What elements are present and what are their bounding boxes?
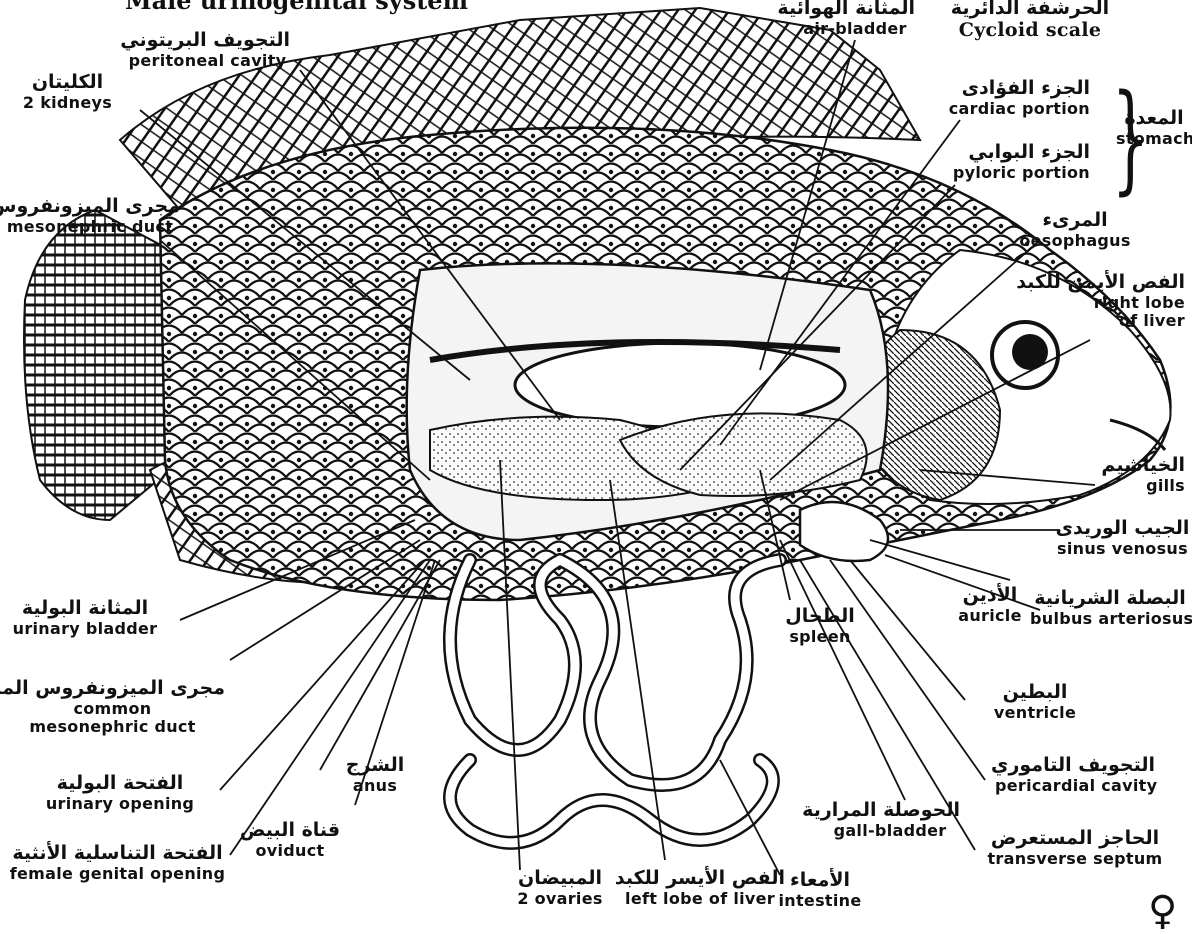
label-gills: الخياشيم gills xyxy=(1080,455,1185,495)
right-lobe-liver-en1: right lobe xyxy=(1000,294,1185,312)
label-ovaries: المبيضان 2 ovaries xyxy=(505,868,615,908)
transverse-septum-ar: الحاجز المستعرض xyxy=(985,828,1165,850)
right-lobe-liver-ar: الفص الأيمن للكبد xyxy=(1000,272,1185,294)
diagram-heading: Male urinogenital system xyxy=(125,0,468,15)
label-oesophagus: المرىء oesophagus xyxy=(1015,210,1135,250)
urinary-opening-en: urinary opening xyxy=(30,795,210,813)
air-bladder-en: air-bladder xyxy=(795,20,915,38)
air-bladder-ar: المثانة الهوائية xyxy=(795,0,915,20)
cycloid-scale-en: Cycloid scale xyxy=(950,20,1110,42)
ventricle-en: ventricle xyxy=(980,704,1090,722)
label-urinary-opening: الفتحة البولية urinary opening xyxy=(30,773,210,813)
label-urinary-bladder: المثانة البولية urinary bladder xyxy=(0,598,170,638)
label-peritoneal-cavity: التجويف البريتوني peritoneal cavity xyxy=(125,30,290,70)
label-female-genital-opening: الفتحة التناسلية الأنثية female genital … xyxy=(0,843,235,883)
label-anus: الشرج anus xyxy=(340,755,410,795)
label-pyloric-portion: الجزء البوابي pyloric portion xyxy=(930,142,1090,182)
label-right-lobe-liver: الفص الأيمن للكبد right lobe of liver xyxy=(1000,272,1185,331)
oesophagus-ar: المرىء xyxy=(1015,210,1135,232)
label-ventricle: البطين ventricle xyxy=(980,682,1090,722)
label-air-bladder: المثانة الهوائية air-bladder xyxy=(795,0,915,38)
mesonephric-duct-en: mesonephric duct xyxy=(0,218,180,236)
urinary-opening-ar: الفتحة البولية xyxy=(30,773,210,795)
gall-bladder-ar: الحوصلة المرارية xyxy=(820,800,960,822)
label-pericardial-cavity: التجويف التاموري pericardial cavity xyxy=(995,755,1155,795)
pyloric-portion-ar: الجزء البوابي xyxy=(930,142,1090,164)
bulbus-arteriosus-en: bulbus arteriosus xyxy=(1030,610,1190,628)
label-common-mesonephric-duct: مجرى الميزونفروس المشترك common mesoneph… xyxy=(0,678,225,737)
common-mesonephric-duct-en1: common xyxy=(0,700,225,718)
sinus-venosus-ar: الجيب الوريدى xyxy=(1055,518,1190,540)
female-symbol: ♀ xyxy=(1148,888,1177,934)
label-sinus-venosus: الجيب الوريدى sinus venosus xyxy=(1055,518,1190,558)
mesonephric-duct-ar: مجرى الميزونفروس xyxy=(0,196,180,218)
spleen-en: spleen xyxy=(780,628,860,646)
kidneys-en: 2 kidneys xyxy=(5,94,130,112)
anus-en: anus xyxy=(340,777,410,795)
common-mesonephric-duct-en2: mesonephric duct xyxy=(0,718,225,736)
anus-ar: الشرج xyxy=(340,755,410,777)
right-lobe-liver-en2: of liver xyxy=(1000,312,1185,330)
pyloric-portion-en: pyloric portion xyxy=(930,164,1090,182)
oesophagus-en: oesophagus xyxy=(1015,232,1135,250)
urinary-bladder-ar: المثانة البولية xyxy=(0,598,170,620)
kidneys-ar: الكليتان xyxy=(5,72,130,94)
cardiac-portion-en: cardiac portion xyxy=(930,100,1090,118)
left-lobe-liver-en: left lobe of liver xyxy=(615,890,785,908)
left-lobe-liver-ar: الفص الأيسر للكبد xyxy=(615,868,785,890)
label-oviduct: قناة البيض oviduct xyxy=(235,820,345,860)
peritoneal-cavity-en: peritoneal cavity xyxy=(125,52,290,70)
ovaries-ar: المبيضان xyxy=(505,868,615,890)
auricle-en: auricle xyxy=(945,607,1035,625)
pericardial-cavity-en: pericardial cavity xyxy=(995,777,1155,795)
label-stomach: المعدة stomach xyxy=(1116,108,1192,148)
female-genital-opening-ar: الفتحة التناسلية الأنثية xyxy=(0,843,235,865)
gills-en: gills xyxy=(1080,477,1185,495)
label-spleen: الطحال spleen xyxy=(780,606,860,646)
oviduct-ar: قناة البيض xyxy=(235,820,345,842)
common-mesonephric-duct-ar: مجرى الميزونفروس المشترك xyxy=(0,678,225,700)
label-kidneys: الكليتان 2 kidneys xyxy=(5,72,130,112)
caudal-fin xyxy=(24,210,170,520)
peritoneal-cavity-ar: التجويف البريتوني xyxy=(125,30,290,52)
cardiac-portion-ar: الجزء الفؤادى xyxy=(930,78,1090,100)
oviduct-en: oviduct xyxy=(235,842,345,860)
label-bulbus-arteriosus: البصلة الشريانية bulbus arteriosus xyxy=(1030,588,1190,628)
stomach-en: stomach xyxy=(1116,130,1192,148)
ventricle-ar: البطين xyxy=(980,682,1090,704)
label-cardiac-portion: الجزء الفؤادى cardiac portion xyxy=(930,78,1090,118)
label-cycloid-scale: الحرشفة الدائرية Cycloid scale xyxy=(950,0,1110,42)
stomach-ar: المعدة xyxy=(1116,108,1192,130)
sinus-venosus-en: sinus venosus xyxy=(1055,540,1190,558)
label-gall-bladder: الحوصلة المرارية gall-bladder xyxy=(820,800,960,840)
urinary-bladder-en: urinary bladder xyxy=(0,620,170,638)
label-auricle: الأذين auricle xyxy=(945,585,1035,625)
gall-bladder-en: gall-bladder xyxy=(820,822,960,840)
auricle-ar: الأذين xyxy=(945,585,1035,607)
transverse-septum-en: transverse septum xyxy=(985,850,1165,868)
label-transverse-septum: الحاجز المستعرض transverse septum xyxy=(985,828,1165,868)
bulbus-arteriosus-ar: البصلة الشريانية xyxy=(1030,588,1190,610)
female-genital-opening-en: female genital opening xyxy=(0,865,235,883)
label-mesonephric-duct: مجرى الميزونفروس mesonephric duct xyxy=(0,196,180,236)
pericardial-cavity-ar: التجويف التاموري xyxy=(995,755,1155,777)
spleen-ar: الطحال xyxy=(780,606,860,628)
label-left-lobe-liver: الفص الأيسر للكبد left lobe of liver xyxy=(615,868,785,908)
ovaries-en: 2 ovaries xyxy=(505,890,615,908)
cycloid-scale-ar: الحرشفة الدائرية xyxy=(950,0,1110,20)
gills-ar: الخياشيم xyxy=(1080,455,1185,477)
